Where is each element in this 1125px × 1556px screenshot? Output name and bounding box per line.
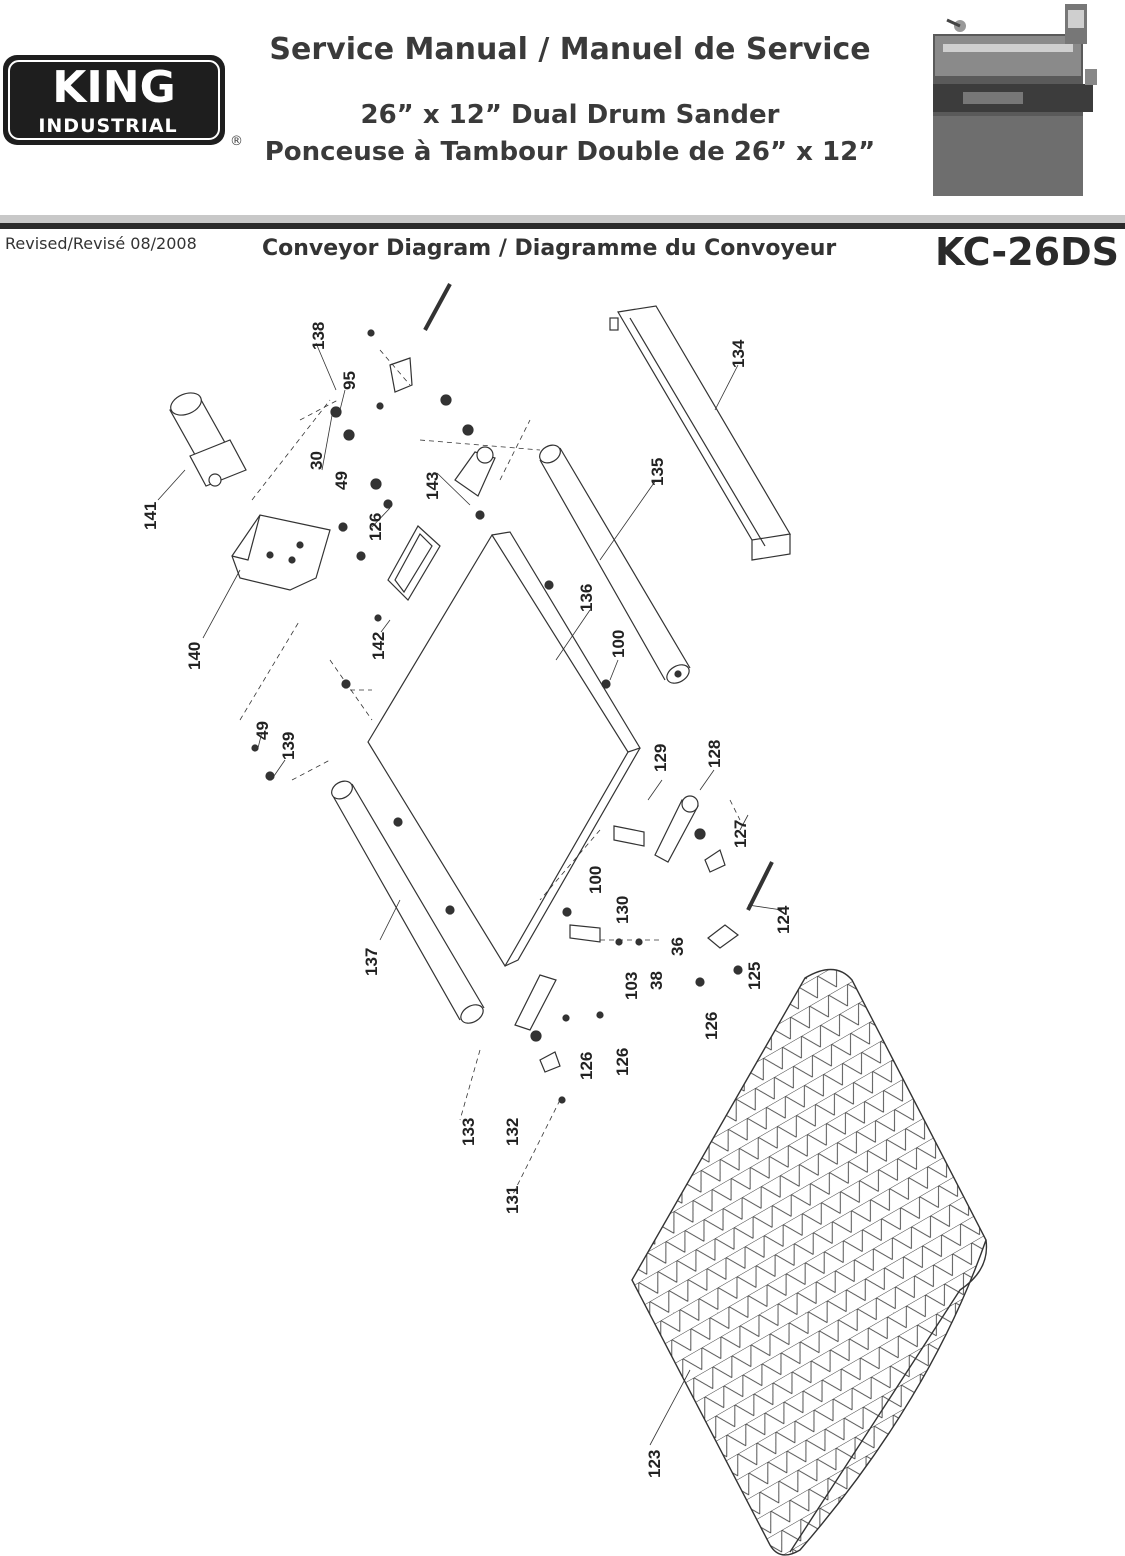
- assembly-lines: [239, 349, 741, 1201]
- label-100-top: 100: [609, 630, 628, 658]
- front-roller: [331, 780, 485, 1024]
- diagram-subtitle: Conveyor Diagram / Diagramme du Convoyeu…: [262, 236, 837, 261]
- label-49-top: 49: [332, 471, 351, 490]
- label-124: 124: [774, 905, 793, 934]
- label-103: 103: [622, 972, 641, 1000]
- gear-motor: [169, 392, 247, 487]
- label-137: 137: [362, 948, 381, 976]
- label-126-top: 126: [366, 513, 385, 541]
- label-143: 143: [423, 472, 442, 500]
- gasket: [387, 525, 441, 601]
- label-130: 130: [613, 896, 632, 924]
- label-131: 131: [503, 1186, 522, 1214]
- cover-rail: [609, 305, 791, 561]
- label-142: 142: [369, 632, 388, 660]
- product-name-en: 26” x 12” Dual Drum Sander: [360, 100, 780, 130]
- label-126-right: 126: [702, 1012, 721, 1040]
- label-141: 141: [141, 502, 160, 530]
- drum-sander-photo: [933, 4, 1097, 196]
- label-38: 38: [647, 971, 666, 990]
- label-128: 128: [705, 740, 724, 768]
- king-industrial-logo: KING INDUSTRIAL: [3, 55, 225, 145]
- revision-date: Revised/Revisé 08/2008: [5, 234, 197, 253]
- label-36: 36: [668, 937, 687, 956]
- model-number: KC-26DS: [934, 230, 1119, 274]
- manual-title: Service Manual / Manuel de Service: [269, 32, 871, 67]
- bracket-top: [389, 357, 496, 497]
- adjust-screws: [423, 283, 774, 911]
- label-127: 127: [731, 820, 750, 848]
- label-134: 134: [729, 339, 748, 368]
- conveyor-table: [367, 531, 641, 968]
- label-135: 135: [648, 458, 667, 486]
- label-49-left: 49: [253, 721, 272, 740]
- label-133: 133: [459, 1118, 478, 1146]
- conveyor-belt: [631, 968, 988, 1556]
- label-30: 30: [307, 451, 326, 470]
- label-132: 132: [503, 1118, 522, 1146]
- label-138: 138: [309, 322, 328, 350]
- bracket-right: [613, 795, 740, 949]
- leader-lines: [157, 342, 783, 1446]
- label-125: 125: [745, 962, 764, 990]
- logo-brand: KING: [52, 62, 175, 113]
- rear-roller: [539, 444, 691, 684]
- label-129: 129: [651, 744, 670, 772]
- header-rule-dark: [0, 223, 1125, 229]
- label-100-front: 100: [586, 866, 605, 894]
- conveyor-exploded-diagram: 138 95 30 49 126 143 141 140 142 134 135…: [141, 283, 988, 1556]
- label-126-front-a: 126: [577, 1052, 596, 1080]
- registered-mark: ®: [230, 134, 243, 149]
- label-95: 95: [340, 371, 359, 390]
- header-rule-light: [0, 215, 1125, 223]
- label-126-front-b: 126: [613, 1048, 632, 1076]
- hardware: [251, 329, 743, 1104]
- label-140: 140: [185, 642, 204, 670]
- label-123: 123: [645, 1450, 664, 1478]
- logo-sub: INDUSTRIAL: [38, 115, 177, 137]
- bracket-front: [514, 924, 601, 1073]
- label-139: 139: [279, 732, 298, 760]
- product-name-fr: Ponceuse à Tambour Double de 26” x 12”: [264, 137, 876, 167]
- gearbox: [231, 514, 331, 591]
- label-136: 136: [577, 584, 596, 612]
